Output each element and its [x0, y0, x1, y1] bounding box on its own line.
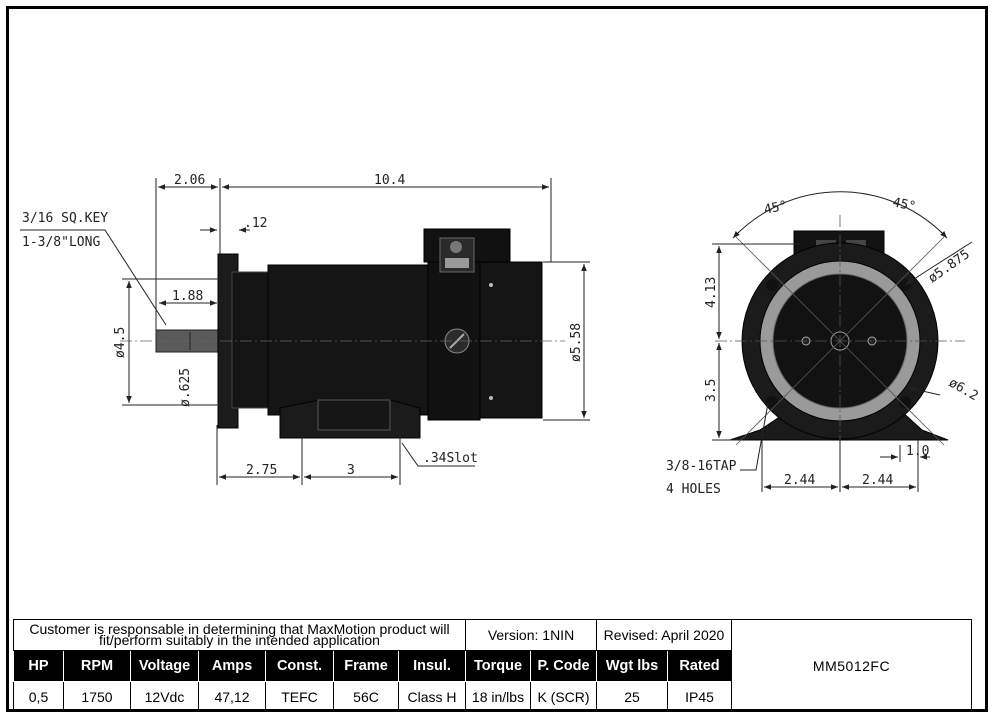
dim-2-06: 2.06 [174, 173, 205, 188]
value-torque: 18 in/lbs [465, 681, 531, 712]
value-amps: 47,12 [198, 681, 266, 712]
header-voltage: Voltage [130, 650, 199, 682]
dim-4-13: 4.13 [704, 277, 719, 308]
dim-0-12: .12 [244, 216, 267, 231]
disclaimer-note: Customer is responsable in determining t… [13, 619, 466, 651]
dim-10-4: 10.4 [374, 173, 405, 188]
dim-dia-5-58: ø5.58 [569, 323, 584, 362]
motor-side-view [155, 228, 543, 439]
dim-3: 3 [347, 463, 355, 478]
value-hp: 0,5 [13, 681, 64, 712]
header-rated: Rated [667, 650, 732, 682]
key-note-line1: 3/16 SQ.KEY [22, 211, 108, 226]
value-frame: 56C [333, 681, 399, 712]
motor-front-view [729, 230, 949, 441]
dim-3-5: 3.5 [704, 379, 719, 402]
dim-1-88: 1.88 [172, 289, 203, 304]
dim-1-0: 1.0 [906, 444, 929, 459]
dim-slot: .34Slot [423, 451, 478, 466]
dim-dia-4-5: ø4.5 [113, 327, 128, 358]
tap-note-line2: 4 HOLES [666, 482, 721, 497]
header-frame: Frame [333, 650, 399, 682]
version-label: Version: 1NIN [465, 619, 597, 651]
header-amps: Amps [198, 650, 266, 682]
header-pcode: P. Code [530, 650, 597, 682]
value-voltage: 12Vdc [130, 681, 199, 712]
dim-2-75: 2.75 [246, 463, 277, 478]
header-rpm: RPM [63, 650, 131, 682]
dim-angle-left: 45° [763, 198, 789, 218]
value-insul: Class H [398, 681, 466, 712]
title-block: Customer is responsable in determining t… [13, 619, 972, 712]
dim-2-44-right: 2.44 [862, 473, 893, 488]
dim-2-44-left: 2.44 [784, 473, 815, 488]
dim-dia-0-625: ø.625 [178, 368, 193, 407]
header-hp: HP [13, 650, 64, 682]
header-weight: Wgt lbs [596, 650, 668, 682]
header-insul: Insul. [398, 650, 466, 682]
tap-note-line1: 3/8-16TAP [666, 459, 737, 474]
model-number: MM5012FC [731, 619, 972, 712]
value-const: TEFC [265, 681, 334, 712]
dim-angle-right: 45° [891, 195, 917, 215]
dim-dia-6-2: ø6.2 [946, 375, 981, 404]
value-weight: 25 [596, 681, 668, 712]
value-rated: IP45 [667, 681, 732, 712]
revised-label: Revised: April 2020 [596, 619, 732, 651]
header-const: Const. [265, 650, 334, 682]
key-note-line2: 1-3/8"LONG [22, 235, 100, 250]
value-pcode: K (SCR) [530, 681, 597, 712]
header-torque: Torque [465, 650, 531, 682]
value-rpm: 1750 [63, 681, 131, 712]
